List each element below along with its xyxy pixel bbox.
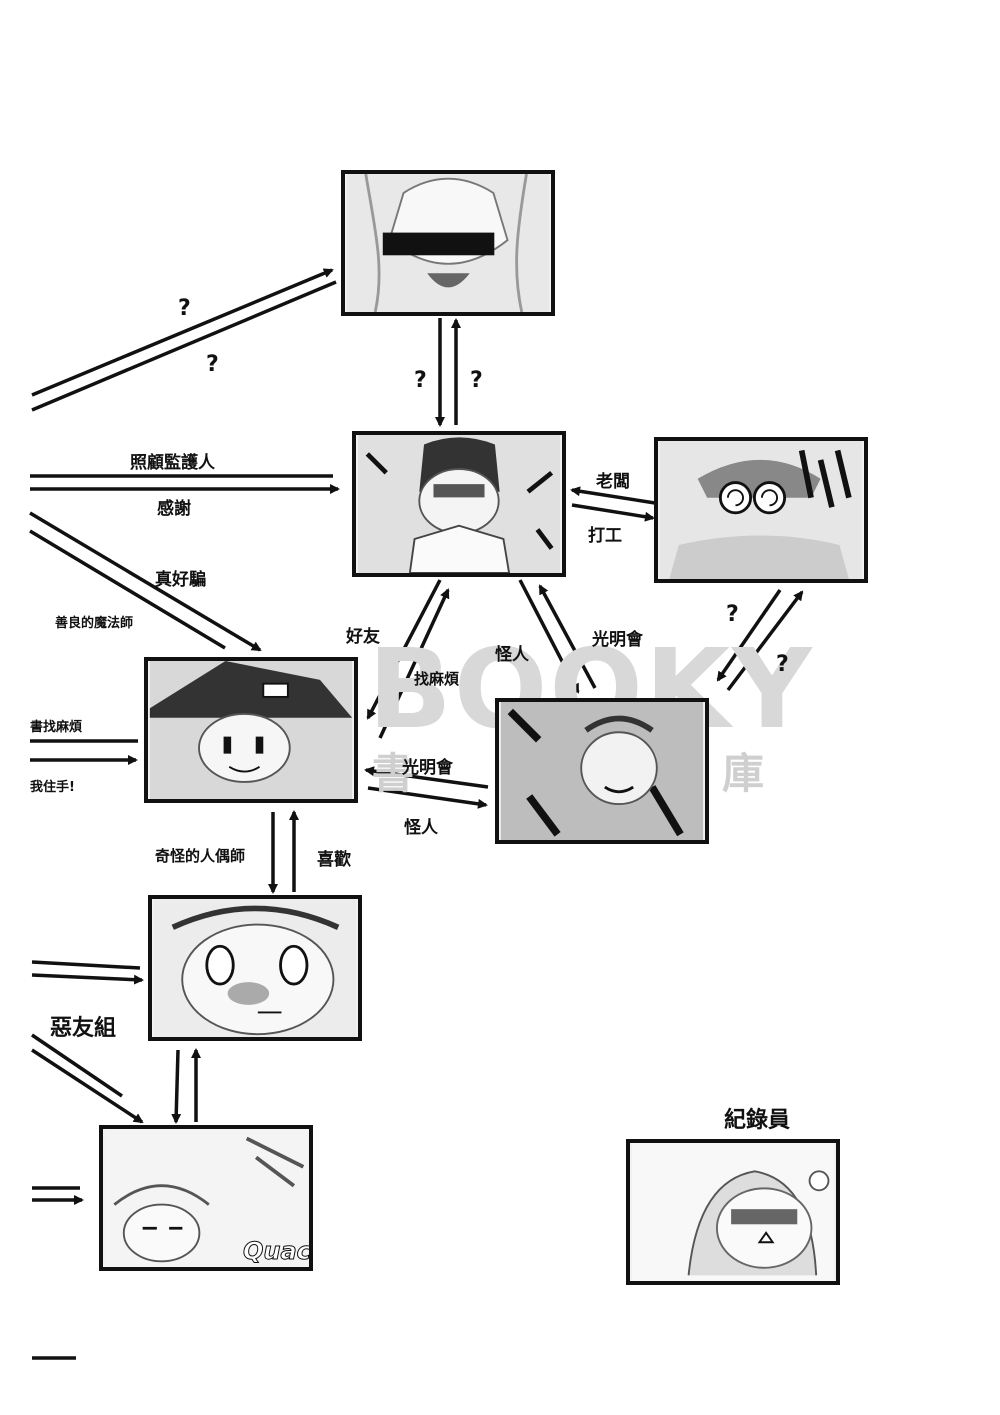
label-weirdo-2: 怪人 — [404, 818, 438, 838]
label-q5: ? — [726, 602, 739, 627]
label-kind-magician: 善良的魔法師 — [55, 616, 134, 631]
panel-bottom-character: Quac — [99, 1125, 313, 1271]
quack-text: Quac — [243, 1237, 311, 1266]
label-q1: ? — [178, 296, 191, 321]
arrow-part-time — [571, 503, 655, 522]
arrow-guangming1 — [538, 584, 597, 689]
arrow-weirdo1 — [518, 579, 580, 694]
panel-recorder — [626, 1139, 840, 1285]
panel-shopkeeper — [654, 437, 868, 583]
character-blushing-puppeteer — [153, 899, 357, 1037]
arrow-badfriend-diag — [31, 1048, 144, 1124]
arrow-weirdo2 — [367, 786, 488, 809]
label-trouble-left: 書找麻煩 — [30, 720, 83, 735]
panel-puppeteer — [148, 895, 362, 1041]
character-priestess — [500, 702, 704, 840]
character-witch — [149, 661, 353, 799]
panel-shrine-maiden — [352, 431, 566, 577]
label-likes: 喜歡 — [317, 850, 351, 870]
label-boss: 老闆 — [596, 472, 630, 492]
label-guangming-2: 光明會 — [402, 758, 453, 778]
arrow-alice-down — [171, 1049, 182, 1124]
arrow-easy-fool — [29, 511, 262, 652]
character-angry-maiden — [357, 435, 561, 573]
arrow-badfriend-1 — [31, 960, 141, 970]
panel-witch — [144, 657, 358, 803]
label-q3: ? — [414, 368, 427, 393]
label-bad-friends: 惡友組 — [50, 1016, 117, 1041]
character-recorder — [631, 1143, 835, 1281]
watermark-char-1: 書 — [372, 749, 415, 798]
label-q6: ? — [776, 652, 789, 677]
panel-priestess — [495, 698, 709, 844]
label-stop-it: 我住手! — [30, 780, 75, 795]
label-q4: ? — [470, 368, 483, 393]
label-weirdo-1: 怪人 — [495, 645, 529, 665]
arrow-badfriend-2 — [31, 973, 144, 985]
label-recorder: 紀錄員 — [724, 1108, 791, 1133]
label-good-friend: 好友 — [346, 627, 380, 647]
label-guangming-1: 光明會 — [592, 630, 643, 650]
arrow-guangming2 — [364, 766, 489, 789]
label-caretaker: 照顧監護人 — [130, 453, 215, 473]
label-thanks: 感謝 — [157, 499, 191, 519]
label-part-time: 打工 — [588, 526, 622, 546]
arrow-right-down — [716, 589, 782, 682]
arrow-boss — [570, 486, 656, 505]
arrow-good-friend — [366, 579, 442, 720]
arrow-top-left-1 — [31, 268, 334, 397]
character-sleepy — [104, 1129, 308, 1267]
label-trouble-maker: 找麻煩 — [414, 670, 460, 688]
panel-top-character — [341, 170, 555, 316]
label-easy-to-fool: 真好騙 — [155, 570, 206, 590]
label-q2: ? — [206, 352, 219, 377]
arrow-right-up — [726, 590, 804, 692]
watermark-char-3: 庫 — [722, 749, 765, 798]
arrow-trouble — [378, 588, 450, 739]
character-censored-face — [346, 174, 550, 312]
label-weird-puppeteer: 奇怪的人偶師 — [155, 847, 246, 865]
character-dizzy-glasses — [659, 441, 863, 579]
